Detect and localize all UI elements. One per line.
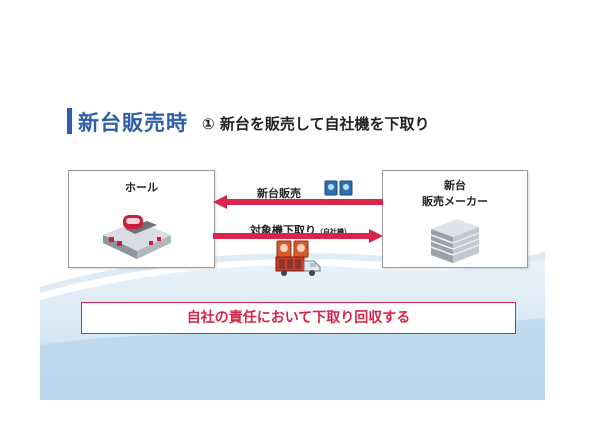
hall-building-icon	[103, 215, 171, 259]
banner-text: 自社の責任において下取り回収する	[186, 310, 411, 326]
flow-label-new-sales: 新台販売	[257, 187, 301, 200]
delivery-truck-icon	[275, 256, 321, 276]
maker-label-line1: 新台	[444, 179, 466, 192]
pachinko-machine-icon	[324, 180, 353, 196]
hall-label: ホール	[125, 181, 158, 194]
arrow-to-hall	[213, 195, 383, 209]
maker-label-line2: 販売メーカー	[422, 195, 488, 208]
title-accent-bar	[67, 108, 72, 134]
maker-box: 新台 販売メーカー	[382, 170, 528, 268]
pachinko-machine-icon	[276, 240, 309, 258]
hall-box: ホール	[68, 170, 215, 268]
arrow-to-maker	[213, 229, 383, 243]
page-subtitle: ① 新台を販売して自社機を下取り	[202, 115, 430, 133]
responsibility-banner: 自社の責任において下取り回収する	[81, 302, 516, 334]
office-building-icon	[430, 219, 480, 263]
page-title: 新台販売時	[78, 111, 188, 135]
flow-label-trade-in-note: （自社機）	[316, 228, 351, 236]
